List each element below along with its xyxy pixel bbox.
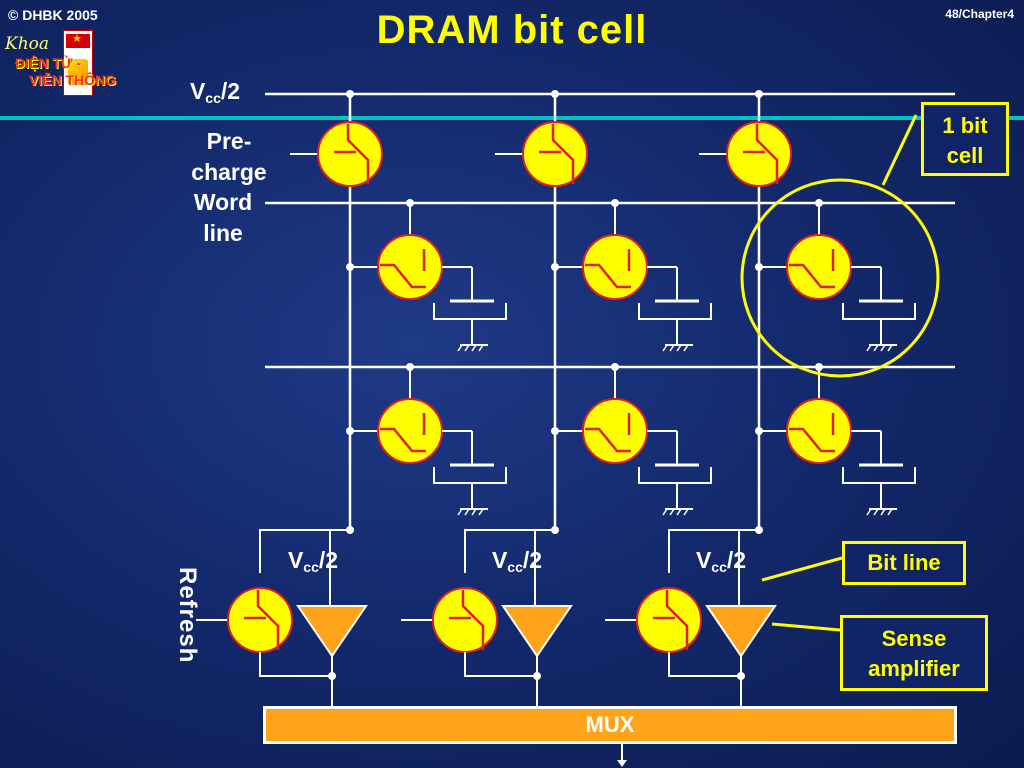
logo-script: Khoa	[5, 34, 50, 54]
copyright-text: © DHBK 2005	[8, 7, 98, 23]
bit-line-leader	[761, 556, 843, 582]
pen-icon	[68, 59, 88, 85]
bit-cell-r1c3	[755, 199, 915, 351]
bit-cell-callout: 1 bit cell	[921, 102, 1009, 176]
sense-amp-leader	[771, 622, 841, 632]
slide-title: DRAM bit cell	[376, 8, 648, 52]
vcc-label-col2: Vcc/2	[491, 547, 543, 575]
bit-column-2	[401, 90, 587, 706]
logo-line2: VIỄN THÔNG	[29, 72, 117, 88]
star-icon: ★	[72, 33, 82, 45]
vcc-label: Vcc/2	[189, 78, 241, 106]
precharge-label: Pre- charge	[191, 128, 267, 185]
header-divider	[0, 116, 1024, 120]
logo-badge: ★	[63, 30, 93, 96]
logo-flag	[66, 34, 90, 48]
faculty-logo: ★ Khoa ĐIỆN TỬ - VIỄN THÔNG	[3, 28, 127, 100]
bit-cell-leader	[881, 114, 918, 186]
bit-cell-highlight	[740, 178, 940, 378]
page-number: 48/Chapter4	[945, 7, 1014, 21]
vcc-label-col1: Vcc/2	[287, 547, 339, 575]
bit-line-callout: Bit line	[842, 541, 966, 585]
bit-column-3	[605, 90, 791, 706]
sense-amplifier-callout: Sense amplifier	[840, 615, 988, 691]
mux-block: MUX	[263, 706, 957, 744]
bit-cell-r2c1	[346, 363, 506, 515]
arrow-down-icon	[617, 760, 627, 767]
logo-line1: ĐIỆN TỬ -	[15, 55, 82, 71]
vcc-label-col3: Vcc/2	[695, 547, 747, 575]
bit-cell-r2c3	[755, 363, 915, 515]
word-line-label: Word line	[193, 189, 253, 246]
bit-cell-r1c2	[551, 199, 711, 351]
bit-cell-r2c2	[551, 363, 711, 515]
refresh-label: Refresh	[174, 567, 201, 664]
bit-cell-r1c1	[346, 199, 506, 351]
